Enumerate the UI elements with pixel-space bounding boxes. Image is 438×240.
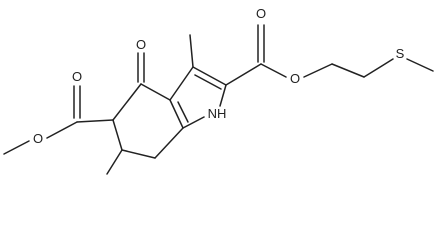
bond-ch2-s	[363, 58, 394, 78]
bond-c4-c5	[112, 83, 142, 121]
bond-c5-carbonyl-c	[76, 119, 114, 123]
bond-c7a-c3a	[169, 99, 184, 129]
atom-ester5-carbonyl-oxygen: O	[72, 69, 82, 84]
molecule-structure: O O O O O S NH	[3, 6, 434, 175]
bond-c5-c6	[112, 119, 123, 151]
bond-c6-c7	[121, 149, 156, 159]
atom-sulfur: S	[396, 46, 405, 61]
bond-carbonyl-ether-o5	[46, 121, 78, 139]
bond-c3a-c4	[140, 83, 171, 101]
atom-nitrogen-h: NH	[208, 106, 227, 121]
bond-c2-carbonyl-c	[225, 63, 262, 86]
atom-ketone-oxygen: O	[136, 37, 146, 52]
bond-ether-o5-methyl	[3, 140, 30, 155]
atom-ester2-ether-oxygen: O	[290, 71, 300, 86]
bond-c3a-c3	[169, 66, 194, 101]
atom-ester5-ether-oxygen: O	[33, 131, 43, 146]
bond-ch2-ch2	[331, 63, 365, 78]
bond-c3-c2	[192, 66, 227, 86]
bond-s-methyl	[406, 58, 434, 72]
bond-c3-c2-double	[194, 74, 222, 90]
atom-ester2-carbonyl-oxygen: O	[256, 6, 266, 21]
bond-c7a-c3a-double	[177, 101, 189, 123]
bond-carbonyl-ether-o2	[260, 63, 287, 78]
bond-c7-c7a	[154, 127, 184, 159]
bond-c6-methyl	[106, 149, 123, 175]
bond-ether-o2-ch2	[303, 63, 333, 78]
bond-n1-c7a	[182, 116, 205, 129]
bond-c2-n1	[219, 84, 227, 107]
bond-c3-methyl	[189, 34, 194, 68]
